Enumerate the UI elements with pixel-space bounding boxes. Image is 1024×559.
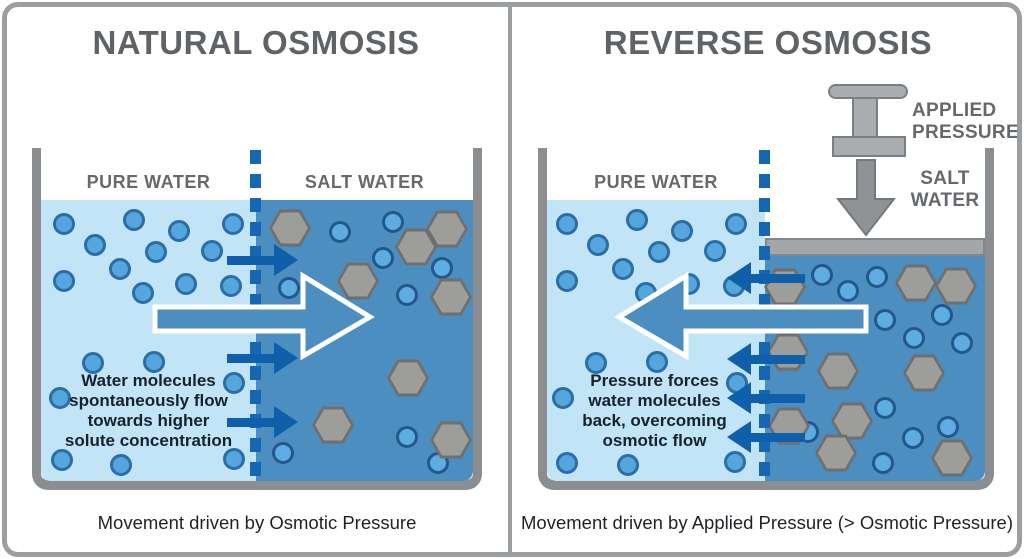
flow-arrow-left-icon [727,343,805,375]
flow-arrow-right-icon [227,244,298,276]
flow-arrow-left-icon [727,382,805,414]
reverse-flow-arrow-icon [614,271,869,361]
natural-osmosis-title: NATURAL OSMOSIS [92,24,420,61]
osmotic-flow-arrow-icon [152,271,375,361]
piston-plate [765,238,985,256]
flow-arrow-right-icon [227,342,298,374]
panel-divider [508,7,512,552]
plunger-block [832,136,906,157]
reverse-caption: Movement driven by Applied Pressure (> O… [521,512,1013,533]
reverse-osmosis-title: REVERSE OSMOSIS [603,24,933,61]
salt-water-label-natural: SALT WATER [304,172,425,192]
natural-caption: Movement driven by Osmotic Pressure [97,512,417,533]
flow-arrow-left-icon [727,421,805,453]
flow-arrow-right-icon [227,406,298,438]
tank-reverse [538,148,994,490]
plunger-stem [852,97,878,138]
pure-water-label-reverse: PURE WATER [594,172,718,192]
tank-natural [32,148,482,490]
pressure-down-arrow-icon [835,159,897,237]
flow-arrow-left-icon [727,262,805,294]
pure-water-label-natural: PURE WATER [86,172,211,192]
